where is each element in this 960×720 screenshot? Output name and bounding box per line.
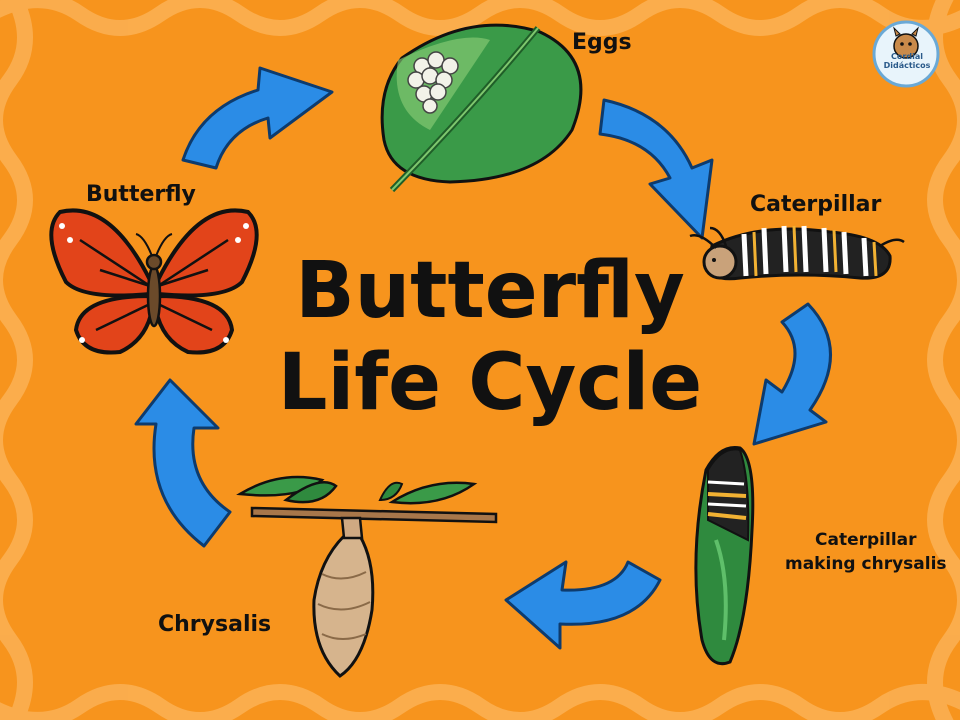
arrow-butterfly-to-eggs <box>181 66 334 170</box>
making-label-line-1: Caterpillar <box>815 530 917 550</box>
making-label-line-2: making chrysalis <box>785 554 947 574</box>
arrow-caterpillar-to-making <box>752 302 832 446</box>
caterpillar-making-chrysalis-illustration <box>694 445 755 666</box>
arrow-eggs-to-caterpillar <box>598 98 714 240</box>
stage-label-butterfly: Butterfly <box>86 182 196 207</box>
arrow-chrysalis-to-butterfly <box>134 378 232 548</box>
leaf-with-eggs-illustration <box>380 23 583 193</box>
logo-badge <box>872 20 940 88</box>
caterpillar-illustration <box>689 225 905 281</box>
stage-label-chrysalis: Chrysalis <box>158 612 272 637</box>
title-line-1: Butterfly <box>295 246 685 336</box>
diagram-title: Butterfly Life Cycle <box>230 245 750 429</box>
stage-label-eggs: Eggs <box>572 30 632 55</box>
badge-text: Cordial Didácticos <box>883 52 931 70</box>
cycle-arrows <box>134 66 832 650</box>
stage-label-making-chrysalis: Caterpillar making chrysalis <box>785 528 947 576</box>
stage-label-caterpillar: Caterpillar <box>750 192 882 217</box>
chrysalis-illustration <box>236 475 498 678</box>
butterfly-illustration <box>49 208 259 355</box>
title-line-2: Life Cycle <box>277 338 703 428</box>
arrow-making-to-chrysalis <box>504 560 662 650</box>
